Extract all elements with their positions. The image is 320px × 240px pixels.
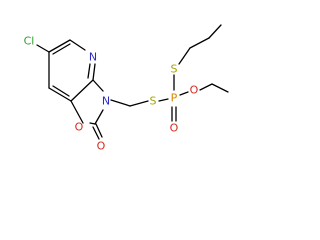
bond-pyridine-3-double [87, 63, 91, 79]
atom-cl: Cl [24, 35, 35, 48]
bond-s-p [158, 98, 169, 102]
bond-s-propyl-1 [178, 47, 191, 65]
atom-n-pyridine: N [89, 51, 97, 64]
chemical-structure: Cl N N O O S P S O O [24, 24, 229, 153]
bond-oxazolone-2 [94, 109, 104, 125]
bond-pyridine-5 [48, 87, 72, 102]
bond-p-o-ethoxy [179, 91, 189, 96]
bond-oxazolone-4 [89, 122, 96, 125]
atom-labels: Cl N N O O S P S O O [24, 35, 199, 153]
bond-pyridine-4 [70, 79, 94, 102]
atom-o-ring: O [75, 121, 84, 134]
bond-o-ethyl-1 [199, 83, 213, 91]
bond-carbonyl-double [92, 126, 100, 140]
bond-oxazolone-3 [70, 100, 84, 124]
bond-cl-c [36, 44, 50, 53]
bonds [36, 24, 229, 140]
bond-o-ethyl-2 [211, 83, 229, 93]
bond-n-ch2 [110, 99, 131, 107]
bond-propyl-2 [189, 37, 210, 49]
bond-pyridine-1-double [52, 43, 71, 55]
atom-o-carbonyl: O [97, 140, 106, 153]
atom-n-oxazolone: N [102, 95, 110, 108]
atom-s-propyl: S [171, 63, 178, 76]
bond-ch2-s [129, 100, 149, 107]
bond-pyridine-5-double [52, 85, 70, 97]
atom-s-methylene: S [150, 95, 157, 108]
bond-oxazolone-1 [92, 79, 104, 92]
atom-p: P [171, 92, 178, 105]
atom-o-ethoxy: O [190, 84, 199, 97]
bond-pyridine-3 [92, 63, 96, 81]
bond-pyridine-2 [69, 39, 86, 51]
bond-pyridine-1 [48, 39, 71, 53]
bond-propyl-3 [208, 24, 222, 39]
bond-carbonyl [95, 123, 103, 138]
atom-o-phosphoryl: O [170, 122, 179, 135]
